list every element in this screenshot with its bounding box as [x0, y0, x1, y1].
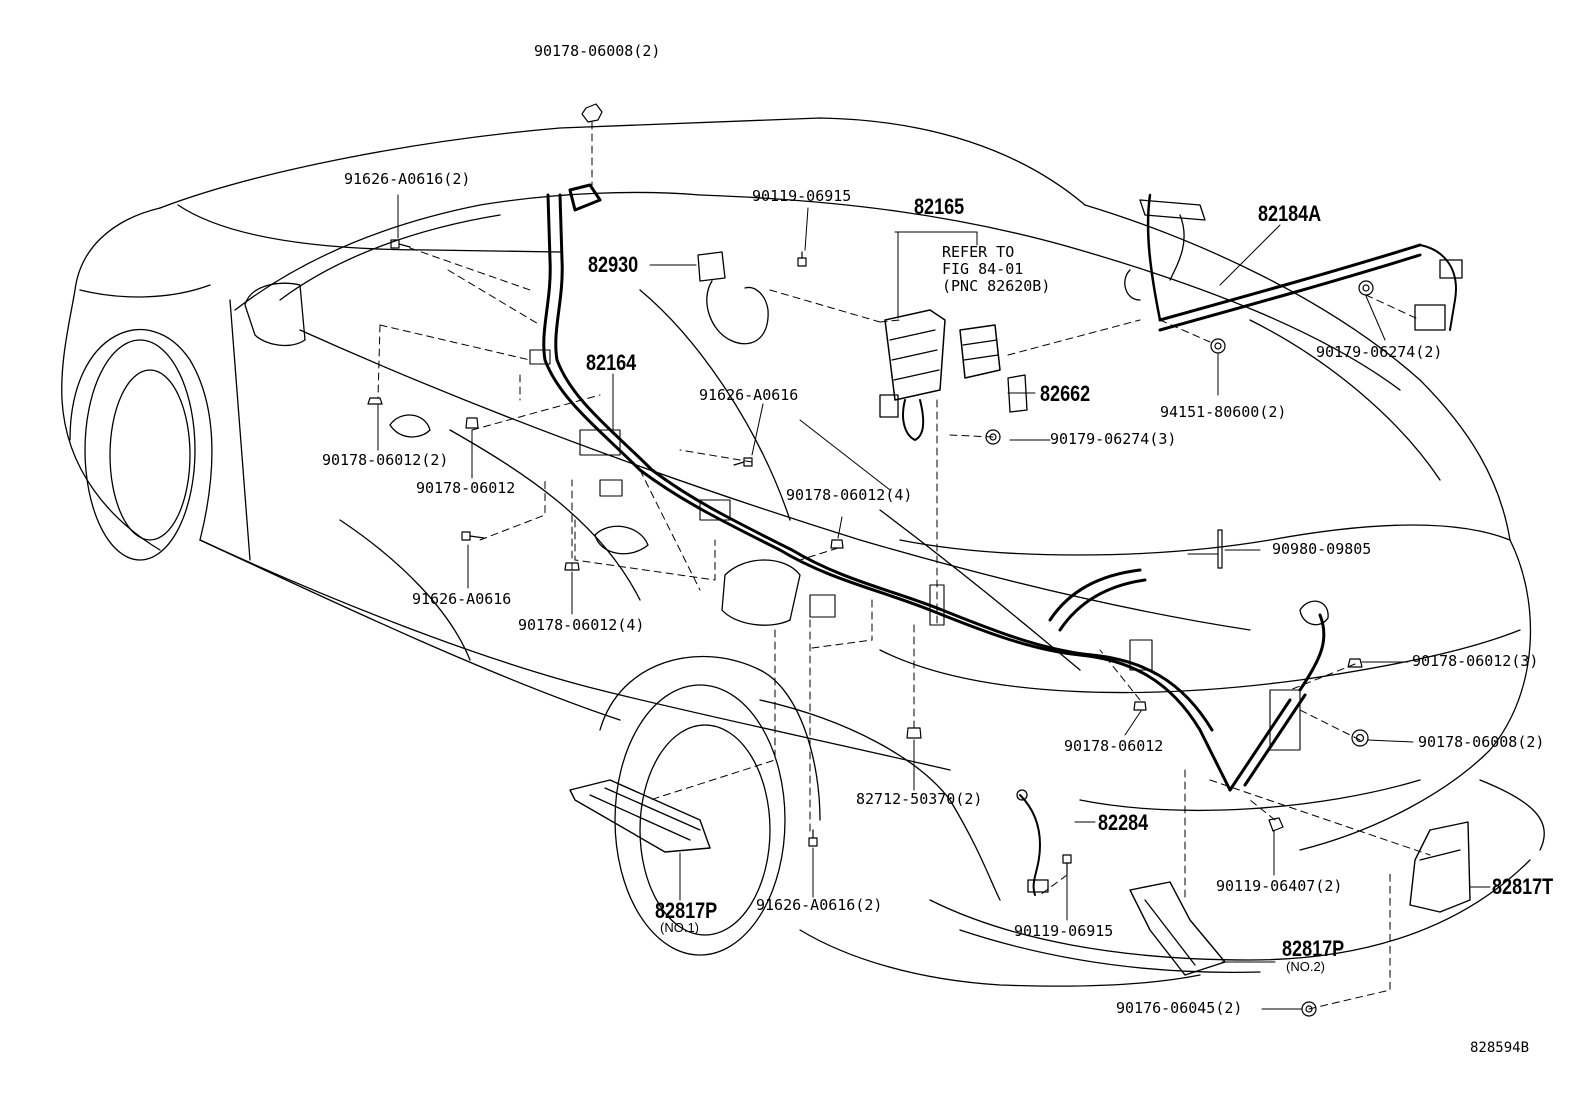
label-82165: 82165 [914, 194, 965, 219]
label-90980-09805: 90980-09805 [1272, 540, 1372, 558]
wire-harness-82184A [1124, 193, 1463, 332]
leader-lines [377, 121, 1431, 1010]
fasteners [367, 103, 1374, 1017]
relay-82930 [697, 251, 769, 345]
label-82284: 82284 [1098, 810, 1149, 835]
label-91626-A0616-2-top: 91626-A0616(2) [344, 170, 471, 188]
label-leaders [377, 194, 1491, 1010]
wire-harness-82164 [542, 183, 1326, 792]
label-90179-06274-2: 90179-06274(2) [1316, 343, 1443, 361]
label-91626-A0616-mid: 91626-A0616 [699, 386, 799, 404]
label-91626-A0616-2-low: 91626-A0616(2) [756, 896, 883, 914]
label-82164: 82164 [586, 350, 637, 375]
refer-note-line-2: FIG 84-01 [942, 260, 1024, 278]
label-90179-06274-3: 90179-06274(3) [1050, 430, 1177, 448]
harness-details [529, 349, 1301, 751]
label-82817P-no2: 82817P [1282, 936, 1345, 961]
label-90178-06012-right: 90178-06012 [1064, 737, 1164, 755]
label-82817P-no1: 82817P [655, 898, 718, 923]
refer-note-line-1: REFER TO [942, 243, 1015, 261]
label-94151-80600-2: 94151-80600(2) [1160, 403, 1287, 421]
label-82930: 82930 [588, 252, 639, 277]
label-82712-50370-2: 82712-50370(2) [856, 790, 983, 808]
label-90119-06915-low: 90119-06915 [1014, 922, 1114, 940]
label-90119-06407-2: 90119-06407(2) [1216, 877, 1343, 895]
cable-82284 [1016, 789, 1049, 896]
bracket-82817P-no1 [569, 779, 711, 853]
label-82184A: 82184A [1258, 201, 1322, 226]
refer-note: REFER TO FIG 84-01 (PNC 82620B) [942, 244, 1050, 295]
refer-note-line-3: (PNC 82620B) [942, 277, 1051, 295]
label-90178-06012-left: 90178-06012 [416, 479, 516, 497]
bracket-82817T [1409, 821, 1471, 913]
label-90176-06045-2: 90176-06045(2) [1116, 999, 1243, 1017]
label-82817T: 82817T [1492, 874, 1554, 899]
label-90178-06012-2: 90178-06012(2) [322, 451, 449, 469]
label-82817P-no2-sub: (NO.2) [1286, 959, 1325, 974]
part-82662 [1007, 374, 1028, 413]
label-82662: 82662 [1040, 381, 1091, 406]
label-90119-06915-top: 90119-06915 [752, 187, 852, 205]
label-90178-06012-4-low: 90178-06012(4) [518, 616, 645, 634]
illustration-id: 828594B [1470, 1040, 1530, 1056]
label-90178-06008-2-right: 90178-06008(2) [1418, 733, 1545, 751]
bracket-82817P-no2 [1129, 881, 1226, 976]
label-91626-A0616-left: 91626-A0616 [412, 590, 512, 608]
label-90178-06012-4-mid: 90178-06012(4) [786, 486, 913, 504]
label-82817P-no1-sub: (NO.1) [660, 920, 699, 935]
label-90178-06012-3: 90178-06012(3) [1412, 652, 1539, 670]
junction-block-82165 [879, 309, 1001, 441]
label-90178-06008-2-top: 90178-06008(2) [534, 42, 661, 60]
